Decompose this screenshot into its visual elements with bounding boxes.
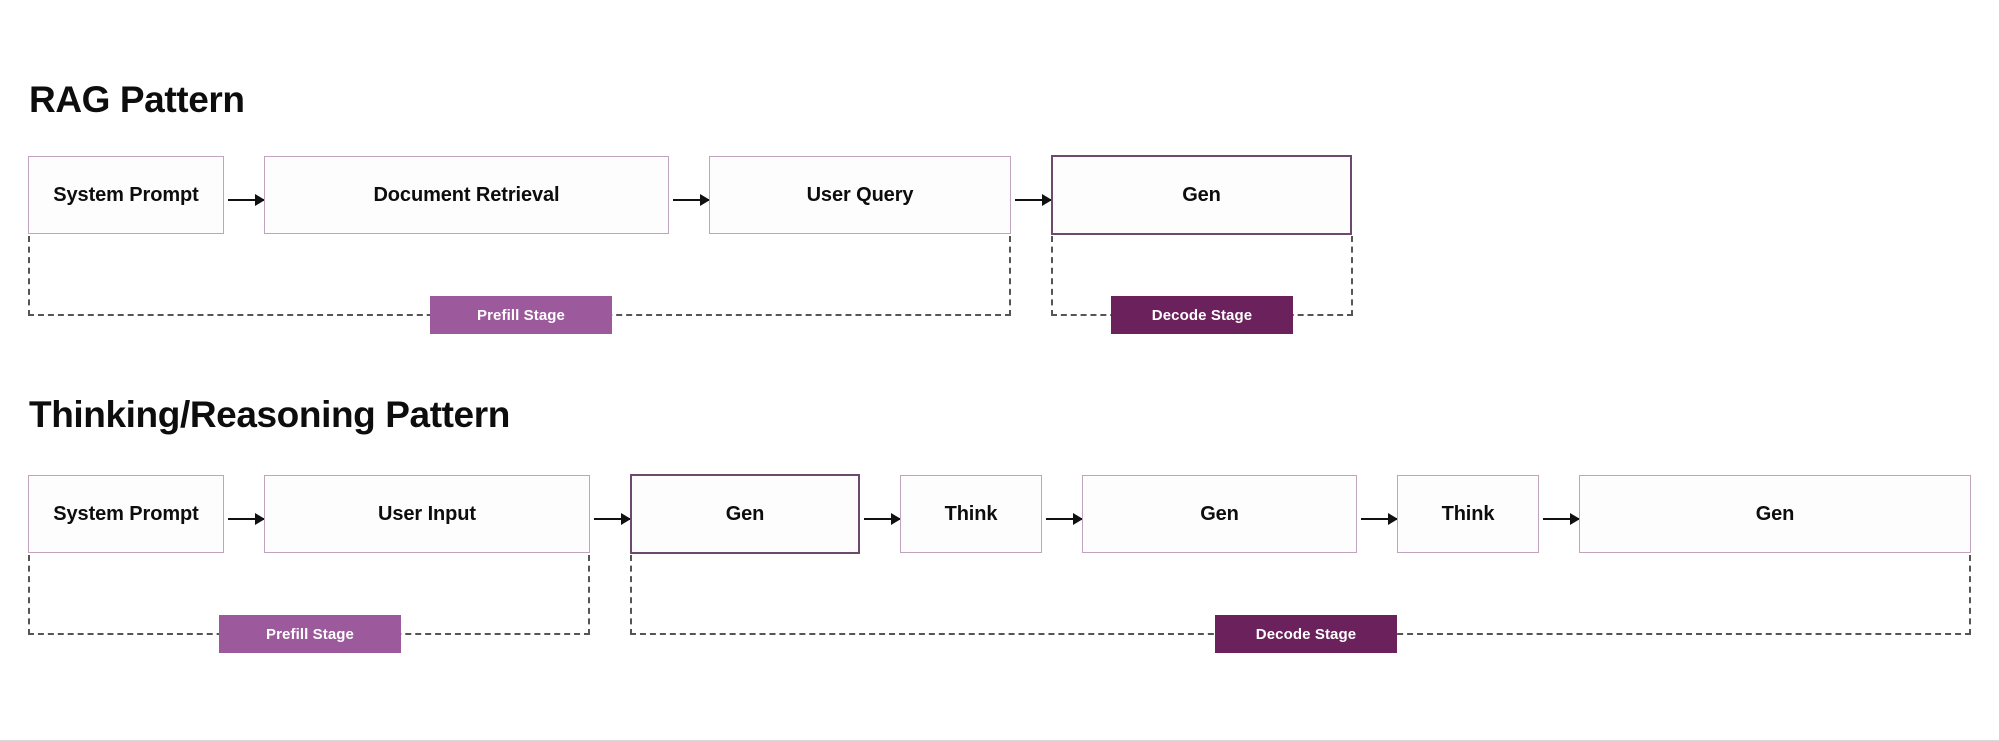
node-label: System Prompt [53, 183, 199, 206]
node-label: Document Retrieval [373, 183, 560, 206]
node-gen-rag[interactable]: Gen [1051, 155, 1352, 235]
node-gen-1-thinking[interactable]: Gen [630, 474, 860, 554]
node-label: User Input [378, 502, 476, 525]
arrow-think-1-to-gen-2 [1046, 518, 1082, 520]
node-user-input[interactable]: User Input [264, 475, 590, 553]
badge-prefill-stage-thinking[interactable]: Prefill Stage [219, 615, 401, 653]
arrow-system-prompt-to-document-retrieval [228, 199, 264, 201]
badge-label: Prefill Stage [266, 625, 354, 643]
node-gen-3-thinking[interactable]: Gen [1579, 475, 1971, 553]
badge-label: Decode Stage [1255, 625, 1357, 643]
node-label: Gen [1755, 502, 1795, 525]
node-label: Gen [1200, 502, 1239, 525]
arrow-gen-1-to-think-1 [864, 518, 900, 520]
node-label: Gen [1182, 183, 1221, 206]
node-label: Gen [725, 502, 765, 525]
node-think-2[interactable]: Think [1397, 475, 1539, 553]
node-gen-2-thinking[interactable]: Gen [1082, 475, 1357, 553]
arrow-think-2-to-gen-3 [1543, 518, 1579, 520]
arrow-system-prompt-to-user-input [228, 518, 264, 520]
node-document-retrieval[interactable]: Document Retrieval [264, 156, 669, 234]
node-label: Think [944, 502, 998, 525]
node-label: User Query [806, 183, 914, 206]
section-title-rag: RAG Pattern [29, 79, 245, 120]
arrow-document-retrieval-to-user-query [673, 199, 709, 201]
badge-prefill-stage-rag[interactable]: Prefill Stage [430, 296, 612, 334]
badge-decode-stage-thinking[interactable]: Decode Stage [1215, 615, 1397, 653]
node-system-prompt-thinking[interactable]: System Prompt [28, 475, 224, 553]
node-label: Think [1441, 502, 1495, 525]
arrow-gen-2-to-think-2 [1361, 518, 1397, 520]
node-think-1[interactable]: Think [900, 475, 1042, 553]
arrow-user-query-to-gen [1015, 199, 1051, 201]
badge-decode-stage-rag[interactable]: Decode Stage [1111, 296, 1293, 334]
badge-label: Decode Stage [1151, 306, 1253, 324]
node-label: System Prompt [53, 502, 199, 525]
node-user-query[interactable]: User Query [709, 156, 1011, 234]
section-title-thinking: Thinking/Reasoning Pattern [29, 394, 510, 435]
node-system-prompt-rag[interactable]: System Prompt [28, 156, 224, 234]
arrow-user-input-to-gen-1 [594, 518, 630, 520]
badge-label: Prefill Stage [477, 306, 565, 324]
